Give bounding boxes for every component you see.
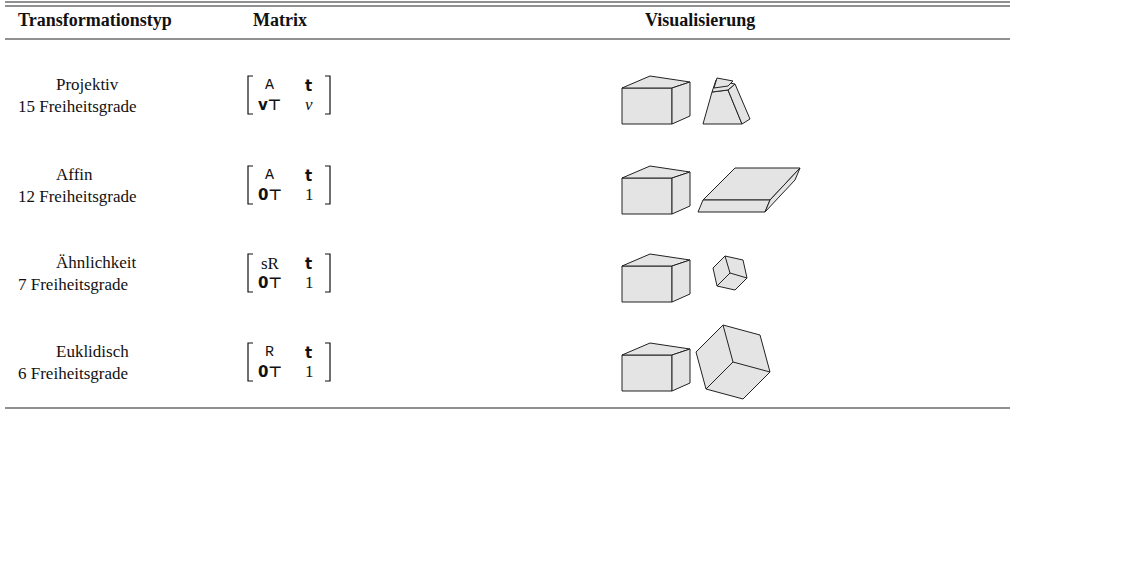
degrees-of-freedom: 7 Freiheitsgrade — [18, 276, 128, 295]
matrix-entry: 0⊤ — [258, 275, 282, 292]
matrix-entry: t — [305, 168, 312, 185]
matrix-entry: 0⊤ — [258, 364, 282, 381]
matrix-entry: t — [305, 78, 312, 95]
column-header: Matrix — [253, 11, 307, 31]
matrix-entry: 1 — [305, 274, 314, 293]
matrix-entry: v — [305, 96, 313, 115]
matrix-entry: t — [305, 345, 312, 362]
matrix-entry: 1 — [305, 186, 314, 205]
column-header: Visualisierung — [645, 11, 755, 31]
row-type-name: Euklidisch — [56, 343, 129, 362]
matrix-entry: A — [265, 78, 274, 95]
matrix-entry: 0⊤ — [258, 187, 282, 204]
degrees-of-freedom: 6 Freiheitsgrade — [18, 365, 128, 384]
degrees-of-freedom: 12 Freiheitsgrade — [18, 188, 137, 207]
matrix-entry: sR — [261, 255, 279, 274]
column-header: Transformationstyp — [18, 11, 172, 31]
matrix-entry: v⊤ — [258, 97, 282, 114]
matrix-entry: t — [305, 256, 312, 273]
matrix-entry: 1 — [305, 363, 314, 382]
matrix-entry: R — [265, 345, 274, 362]
matrix-entry: A — [265, 168, 274, 185]
degrees-of-freedom: 15 Freiheitsgrade — [18, 98, 137, 117]
row-type-name: Ähnlichkeit — [56, 254, 136, 273]
row-type-name: Projektiv — [56, 76, 118, 95]
row-type-name: Affin — [56, 166, 93, 185]
